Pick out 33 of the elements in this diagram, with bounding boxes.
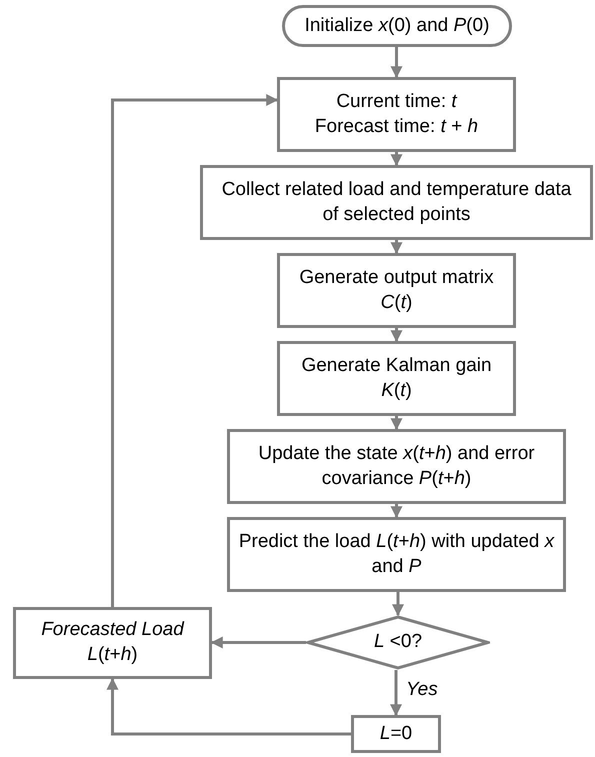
arrow xyxy=(111,94,278,607)
process-box xyxy=(277,253,516,328)
decision-diamond xyxy=(306,615,490,670)
node-text: L <0? xyxy=(374,630,422,654)
start-terminal xyxy=(282,5,512,47)
arrow xyxy=(390,670,402,716)
process-box xyxy=(351,715,441,753)
node-text: Collect related load and temperature data of selected points xyxy=(220,178,572,226)
arrow xyxy=(390,504,402,518)
process-box xyxy=(200,165,593,240)
arrow xyxy=(390,47,402,78)
node-text: Update the state x(t+h) and error covariance P(t+h) xyxy=(257,442,536,490)
node-text: Forecast time: t + h xyxy=(314,114,478,138)
node-text: Current time: t xyxy=(336,90,457,114)
arrow xyxy=(390,152,402,166)
arrow xyxy=(106,678,351,736)
process-box xyxy=(227,517,566,592)
process-box xyxy=(277,77,516,152)
process-box xyxy=(277,341,516,416)
process-box xyxy=(227,429,566,504)
output-box xyxy=(13,607,212,679)
node-text: Generate Kalman gain K(t) xyxy=(300,354,493,402)
arrow xyxy=(390,240,402,254)
node-text: Forecasted Load xyxy=(41,618,184,642)
arrow xyxy=(210,636,306,648)
node-text: Initialize x(0) and P(0) xyxy=(304,14,490,38)
arrow xyxy=(390,416,402,430)
node-text: L(t+h) xyxy=(87,643,138,667)
arrow xyxy=(390,328,402,342)
arrow xyxy=(392,592,404,616)
node-text: Predict the load L(t+h) with updated x and P xyxy=(238,530,556,578)
node-text: L=0 xyxy=(380,722,412,746)
node-text: Generate output matrix C(t) xyxy=(298,266,495,314)
